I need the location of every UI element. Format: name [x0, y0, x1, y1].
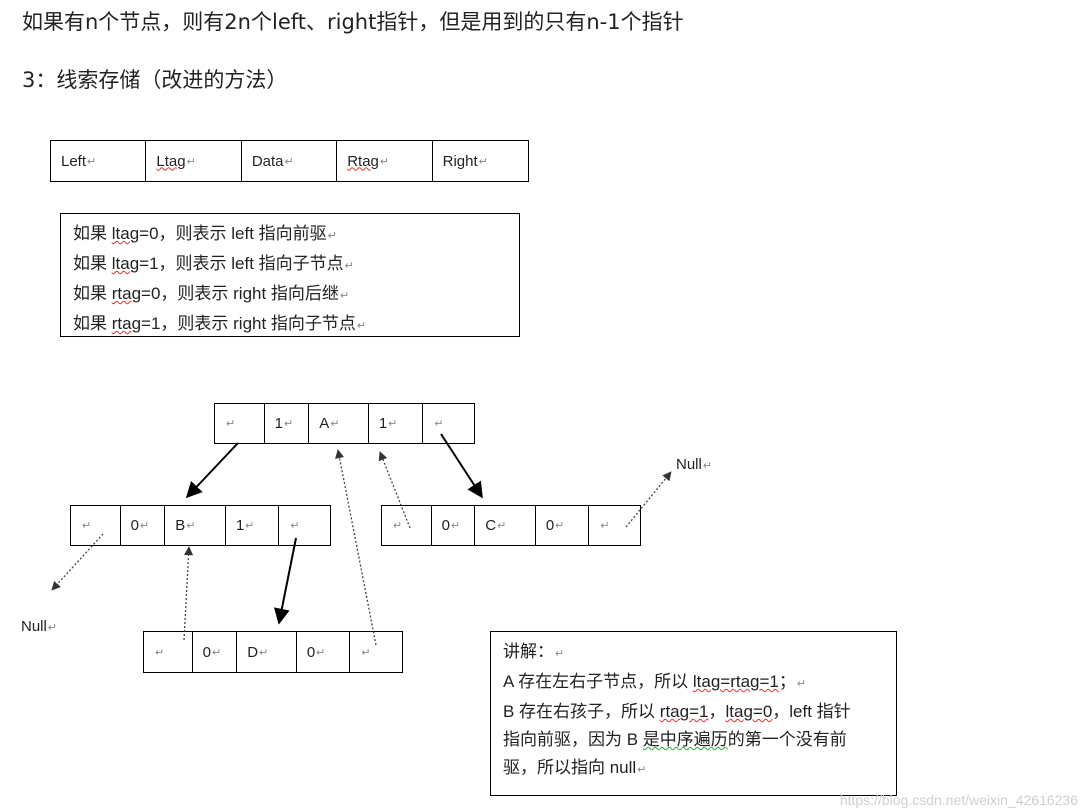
explain-line: A 存在左右子节点，所以 ltag=rtag=1；↵	[503, 672, 807, 691]
rule-line: 如果 ltag=0，则表示 left 指向前驱↵	[73, 224, 337, 243]
node-a-rtag: 1↵	[369, 404, 424, 443]
node-d-ltag: 0↵	[193, 632, 238, 672]
node-b-left: ↵	[71, 506, 121, 545]
node-c-right: ↵	[600, 520, 610, 532]
null-label-left: Null↵	[21, 618, 58, 635]
node-d-left: ↵	[144, 632, 193, 672]
arrow-a-to-b	[185, 442, 239, 499]
node-b-rtag: 1↵	[226, 506, 280, 545]
arrow-b-to-d	[273, 537, 297, 625]
node-d-data: D↵	[237, 632, 297, 672]
tag-rules-box: 如果 ltag=0，则表示 left 指向前驱↵ 如果 ltag=1，则表示 l…	[60, 213, 520, 337]
field-ltag: Ltag↵	[146, 141, 242, 181]
node-a-left: ↵	[215, 404, 265, 443]
node-b-right: ↵	[290, 520, 300, 532]
node-d-rtag: 0↵	[297, 632, 351, 672]
node-a-data: A↵	[309, 404, 369, 443]
thread-d-to-b	[183, 546, 194, 641]
field-data: Data↵	[242, 141, 338, 181]
node-c-data: C↵	[475, 506, 536, 545]
explanation-box: 讲解：↵ A 存在左右子节点，所以 ltag=rtag=1；↵ B 存在右孩子，…	[490, 631, 897, 796]
node-c-rtag: 0↵	[536, 506, 590, 545]
node-a: ↵ 1↵ A↵ 1↵ ↵	[214, 403, 475, 444]
field-right: Right↵	[442, 152, 488, 170]
node-structure-table: Left↵ Ltag↵ Data↵ Rtag↵ Right↵	[50, 140, 529, 182]
rule-line: 如果 rtag=0，则表示 right 指向后继↵	[73, 284, 350, 303]
rule-line: 如果 ltag=1，则表示 left 指向子节点↵	[73, 254, 354, 273]
node-a-ltag: 1↵	[265, 404, 310, 443]
explain-line: B 存在右孩子，所以 rtag=1，ltag=0，left 指针	[503, 702, 851, 721]
node-c-ltag: 0↵	[432, 506, 476, 545]
node-a-right: ↵	[434, 418, 444, 430]
explain-line: 指向前驱，因为 B 是中序遍历的第一个没有前	[503, 730, 847, 749]
node-b-ltag: 0↵	[121, 506, 166, 545]
node-c: ↵ 0↵ C↵ 0↵ ↵	[381, 505, 641, 546]
explain-line: 驱，所以指向 null↵	[503, 758, 647, 777]
intro-text: 如果有n个节点，则有2n个left、right指针，但是用到的只有n-1个指针	[22, 10, 684, 34]
null-label-right: Null↵	[676, 456, 713, 473]
field-rtag: Rtag↵	[337, 141, 433, 181]
field-left: Left↵	[51, 141, 147, 181]
thread-d-to-a	[335, 449, 377, 646]
section-heading: 3：线索存储（改进的方法）	[22, 68, 288, 92]
node-c-left: ↵	[382, 506, 432, 545]
watermark: https://blog.csdn.net/weixin_42616236	[839, 792, 1078, 808]
node-b-data: B↵	[165, 506, 226, 545]
node-b: ↵ 0↵ B↵ 1↵ ↵	[70, 505, 331, 546]
rule-line: 如果 rtag=1，则表示 right 指向子节点↵	[73, 314, 367, 333]
node-d-right: ↵	[361, 646, 371, 659]
node-d: ↵ 0↵ D↵ 0↵ ↵	[143, 631, 403, 673]
explain-title: 讲解：↵	[503, 642, 565, 661]
